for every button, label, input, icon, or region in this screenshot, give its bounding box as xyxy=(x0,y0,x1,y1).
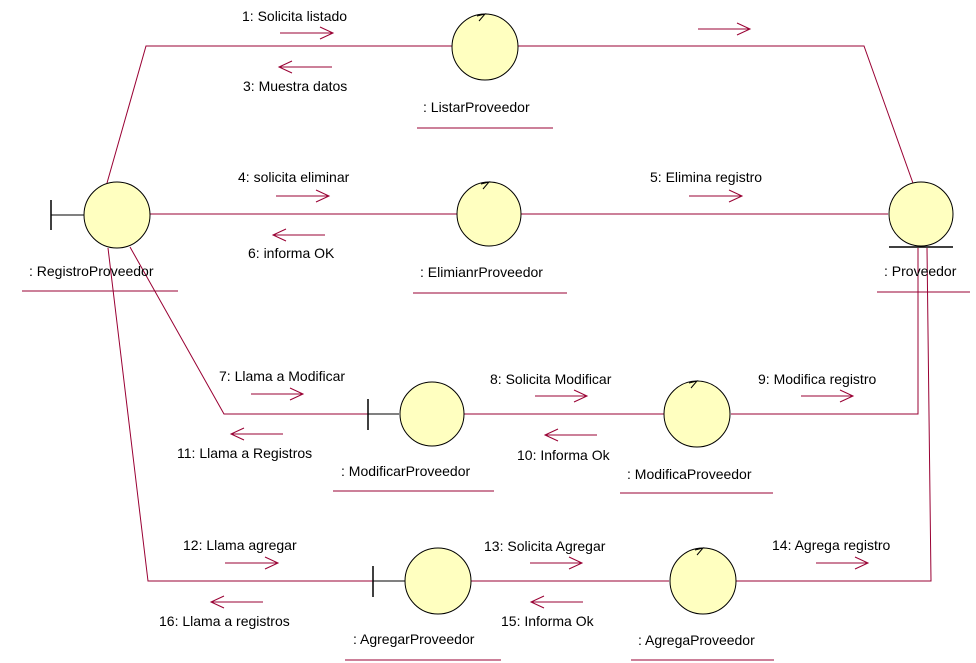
object-circle xyxy=(451,13,519,81)
arrow-m3 xyxy=(277,60,332,74)
object-label: : AgregaProveedor xyxy=(638,632,755,648)
arrow-m1 xyxy=(280,26,335,40)
modifica-proveedor-object[interactable]: : ModificaProveedor xyxy=(620,380,773,494)
registro-proveedor-object[interactable]: : RegistroProveedor xyxy=(22,181,178,292)
message-arrows xyxy=(209,22,870,609)
message-label: 13: Solicita Agregar xyxy=(484,538,606,554)
message-label: 6: informa OK xyxy=(248,245,335,261)
object-circle xyxy=(669,547,737,615)
arrow-m10 xyxy=(543,428,597,442)
arrow-m6 xyxy=(271,228,325,242)
object-circle xyxy=(663,380,731,448)
message-label: 10: Informa Ok xyxy=(517,447,611,463)
message-label: 9: Modifica registro xyxy=(758,371,876,387)
control-arrow-icon xyxy=(476,13,487,22)
objects: : RegistroProveedor : ListarProveedor : … xyxy=(22,13,970,661)
link-listar-proveedor[interactable] xyxy=(517,45,915,187)
arrow-m15 xyxy=(529,595,583,609)
object-circle xyxy=(83,181,151,249)
arrow-m13 xyxy=(530,556,584,570)
arrow-m11 xyxy=(229,427,283,441)
eliminar-proveedor-object[interactable]: : ElimianrProveedor xyxy=(413,181,567,294)
message-label: 7: Llama a Modificar xyxy=(219,368,345,384)
arrow-m12 xyxy=(225,556,280,570)
listar-proveedor-object[interactable]: : ListarProveedor xyxy=(417,13,553,129)
object-label: : ModificarProveedor xyxy=(341,463,471,479)
control-arrow-icon xyxy=(688,380,699,389)
object-circle xyxy=(404,547,472,615)
agrega-proveedor-object[interactable]: : AgregaProveedor xyxy=(631,547,774,661)
message-label: 4: solicita eliminar xyxy=(238,169,350,185)
message-label: 11: Llama a Registros xyxy=(177,445,312,461)
arrow-m14 xyxy=(816,556,870,570)
arrow-m16 xyxy=(209,595,263,609)
object-label: : RegistroProveedor xyxy=(29,263,154,279)
arrow-m9 xyxy=(801,389,855,403)
object-label: : ModificaProveedor xyxy=(627,466,752,482)
message-label: 3: Muestra datos xyxy=(243,78,347,94)
control-arrow-icon xyxy=(694,547,705,556)
arrow-m2 xyxy=(698,22,752,36)
link-registro-agregar[interactable] xyxy=(107,247,373,582)
object-label: : ElimianrProveedor xyxy=(420,264,543,280)
object-label: : AgregarProveedor xyxy=(353,631,475,647)
message-label: 8: Solicita Modificar xyxy=(490,371,612,387)
object-circle xyxy=(456,181,522,247)
message-label: 15: Informa Ok xyxy=(501,613,595,629)
message-label: 14: Agrega registro xyxy=(772,537,891,553)
link-agrega-proveedor[interactable] xyxy=(736,247,932,582)
object-circle xyxy=(888,181,954,247)
message-label: 5: Elimina registro xyxy=(650,169,762,185)
links xyxy=(106,45,932,582)
link-registro-listar[interactable] xyxy=(106,45,452,184)
link-modifica-proveedor[interactable] xyxy=(731,248,919,415)
object-circle xyxy=(399,381,465,447)
message-label: 1: Solicita listado xyxy=(242,8,347,24)
proveedor-object[interactable]: : Proveedor xyxy=(877,181,970,293)
arrow-m4 xyxy=(276,189,331,203)
arrow-m8 xyxy=(535,389,589,403)
object-label: : ListarProveedor xyxy=(423,99,530,115)
control-arrow-icon xyxy=(480,181,491,190)
object-label: : Proveedor xyxy=(884,263,957,279)
modificar-proveedor-object[interactable]: : ModificarProveedor xyxy=(333,381,494,492)
message-labels: 1: Solicita listado 3: Muestra datos 4: … xyxy=(159,8,891,629)
arrow-m7 xyxy=(251,387,305,401)
link-registro-modificar[interactable] xyxy=(129,246,368,415)
message-label: 12: Llama agregar xyxy=(183,537,297,553)
agregar-proveedor-object[interactable]: : AgregarProveedor xyxy=(345,547,501,661)
arrow-m5 xyxy=(689,189,744,203)
message-label: 16: Llama a registros xyxy=(159,613,290,629)
